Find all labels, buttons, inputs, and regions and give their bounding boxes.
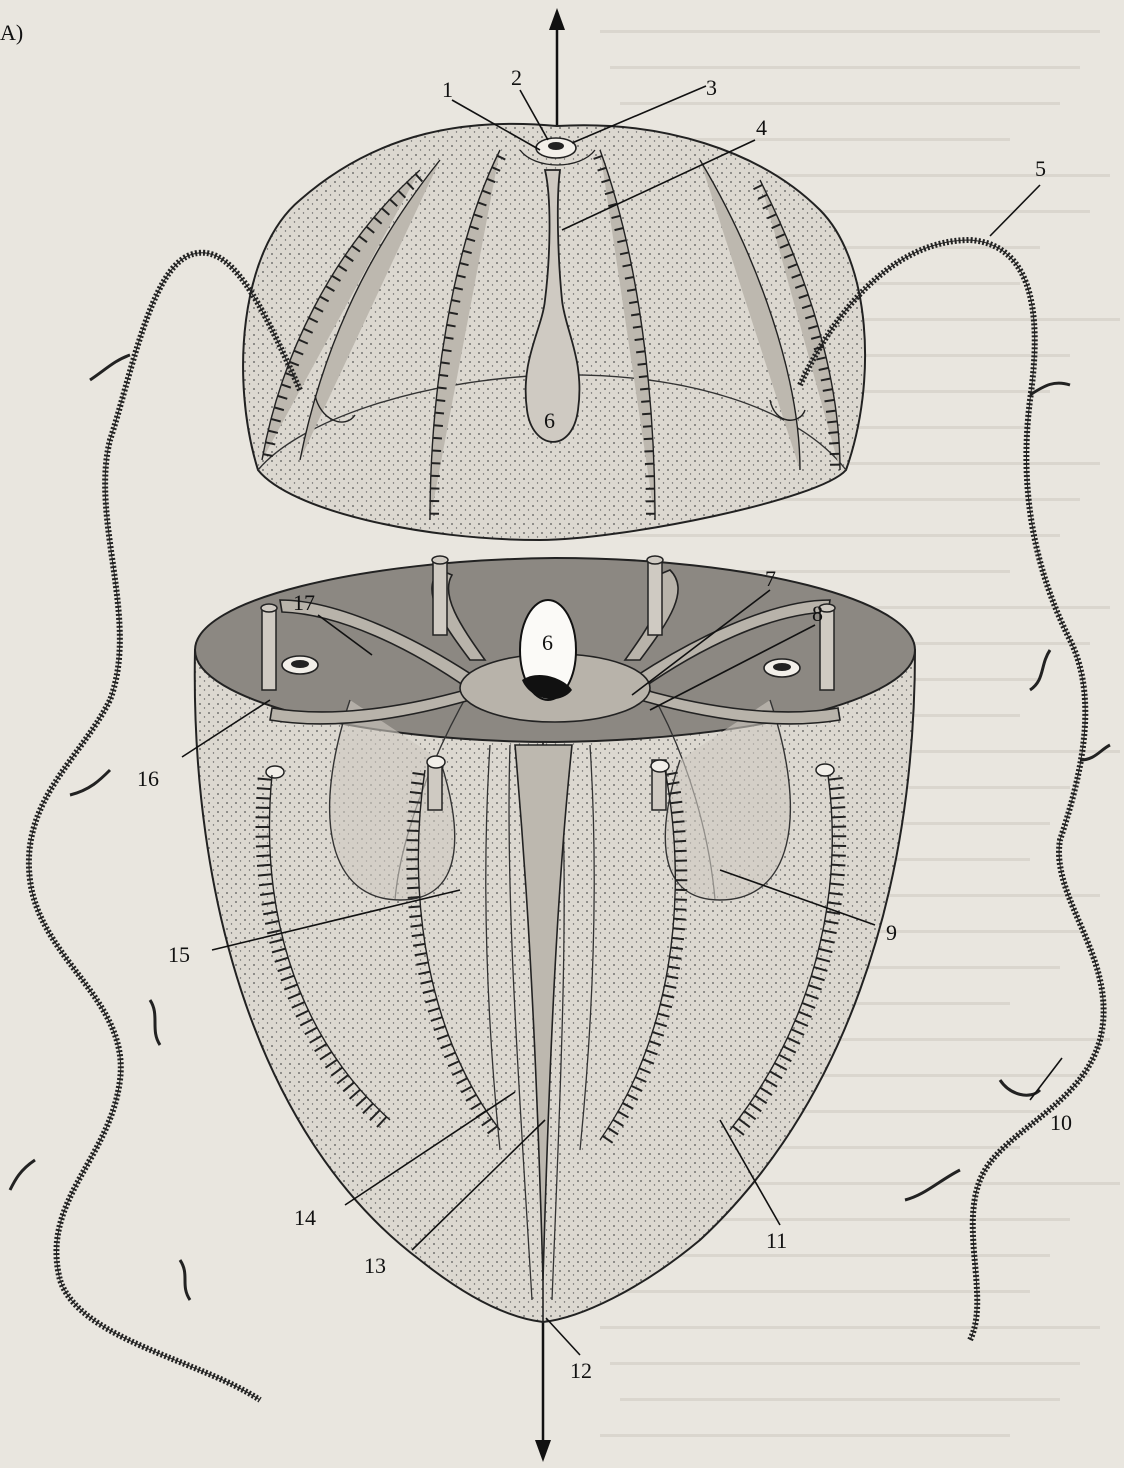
comb-plate [831, 865, 845, 866]
comb-plate [674, 909, 686, 910]
comb-plate [827, 421, 837, 422]
background-line [620, 534, 1060, 537]
comb-plate [434, 425, 443, 426]
comb-plate [674, 919, 686, 920]
label-1: 1 [442, 77, 453, 102]
label-8: 8 [812, 601, 823, 626]
comb-plate [436, 400, 445, 401]
comb-plate [832, 855, 846, 856]
comb-plate [674, 841, 686, 842]
comb-plate [673, 831, 685, 832]
comb-plate [675, 851, 687, 852]
comb-plate [673, 821, 685, 822]
comb-plate [438, 387, 447, 388]
comb-plate [639, 376, 648, 377]
comb-plate [258, 779, 272, 780]
label-15: 15 [168, 942, 190, 967]
background-line [620, 1398, 1060, 1401]
label-14: 14 [294, 1205, 316, 1230]
label-13: 13 [364, 1253, 386, 1278]
background-line [610, 1362, 1080, 1365]
background-line [600, 1326, 1100, 1329]
comb-plate [408, 811, 420, 812]
comb-plate [638, 364, 647, 365]
comb-plate [441, 362, 450, 363]
comb-plate [410, 792, 422, 793]
comb-plate [831, 874, 845, 875]
comb-plate [256, 798, 270, 799]
label-3: 3 [706, 75, 717, 100]
label-4: 4 [756, 115, 767, 140]
comb-plate [635, 339, 644, 340]
comb-plate [409, 916, 421, 917]
comb-plate [439, 375, 448, 376]
label-12: 12 [570, 1358, 592, 1383]
comb-plate [432, 450, 441, 451]
comb-plate [643, 426, 652, 427]
comb-plate [443, 350, 452, 351]
comb-plate [829, 443, 839, 444]
panel-label: A) [0, 20, 23, 45]
background-line [600, 1434, 1010, 1437]
comb-plate [832, 817, 846, 818]
background-line [620, 102, 1060, 105]
comb-plate [831, 797, 845, 798]
comb-plate [831, 807, 845, 808]
comb-plate [633, 326, 642, 327]
comb-plate [642, 414, 651, 415]
background-line [620, 1290, 1030, 1293]
label-10: 10 [1050, 1110, 1072, 1135]
comb-plate [435, 413, 444, 414]
background-line [610, 66, 1080, 69]
comb-plate [826, 411, 836, 412]
comb-plate [256, 846, 270, 847]
comb-plate [672, 938, 684, 939]
label-6-dome: 6 [544, 408, 555, 433]
label-5: 5 [1035, 156, 1046, 181]
label-17: 17 [293, 590, 315, 615]
label-2: 2 [511, 65, 522, 90]
label-11: 11 [766, 1228, 787, 1253]
comb-plate [830, 884, 844, 885]
comb-plate [672, 811, 684, 812]
comb-plate [631, 314, 640, 315]
comb-plate [407, 830, 419, 831]
comb-plate [408, 906, 420, 907]
label-6-body: 6 [542, 630, 553, 655]
label-9: 9 [886, 920, 897, 945]
comb-plate [258, 874, 272, 875]
background-line [600, 30, 1100, 33]
comb-plate [256, 855, 270, 856]
label-7: 7 [765, 566, 776, 591]
comb-plate [257, 865, 271, 866]
comb-plate [407, 888, 419, 889]
comb-plate [640, 389, 649, 390]
label-16: 16 [137, 766, 159, 791]
comb-plate [641, 401, 650, 402]
comb-plate [636, 351, 645, 352]
comb-plate [408, 897, 420, 898]
comb-plate [673, 928, 685, 929]
comb-plate [407, 821, 419, 822]
comb-plate [433, 438, 442, 439]
comb-plate [409, 802, 421, 803]
comb-plate [257, 788, 271, 789]
comb-plate [644, 439, 653, 440]
aboral-dome [243, 124, 865, 540]
comb-plate [828, 432, 838, 433]
